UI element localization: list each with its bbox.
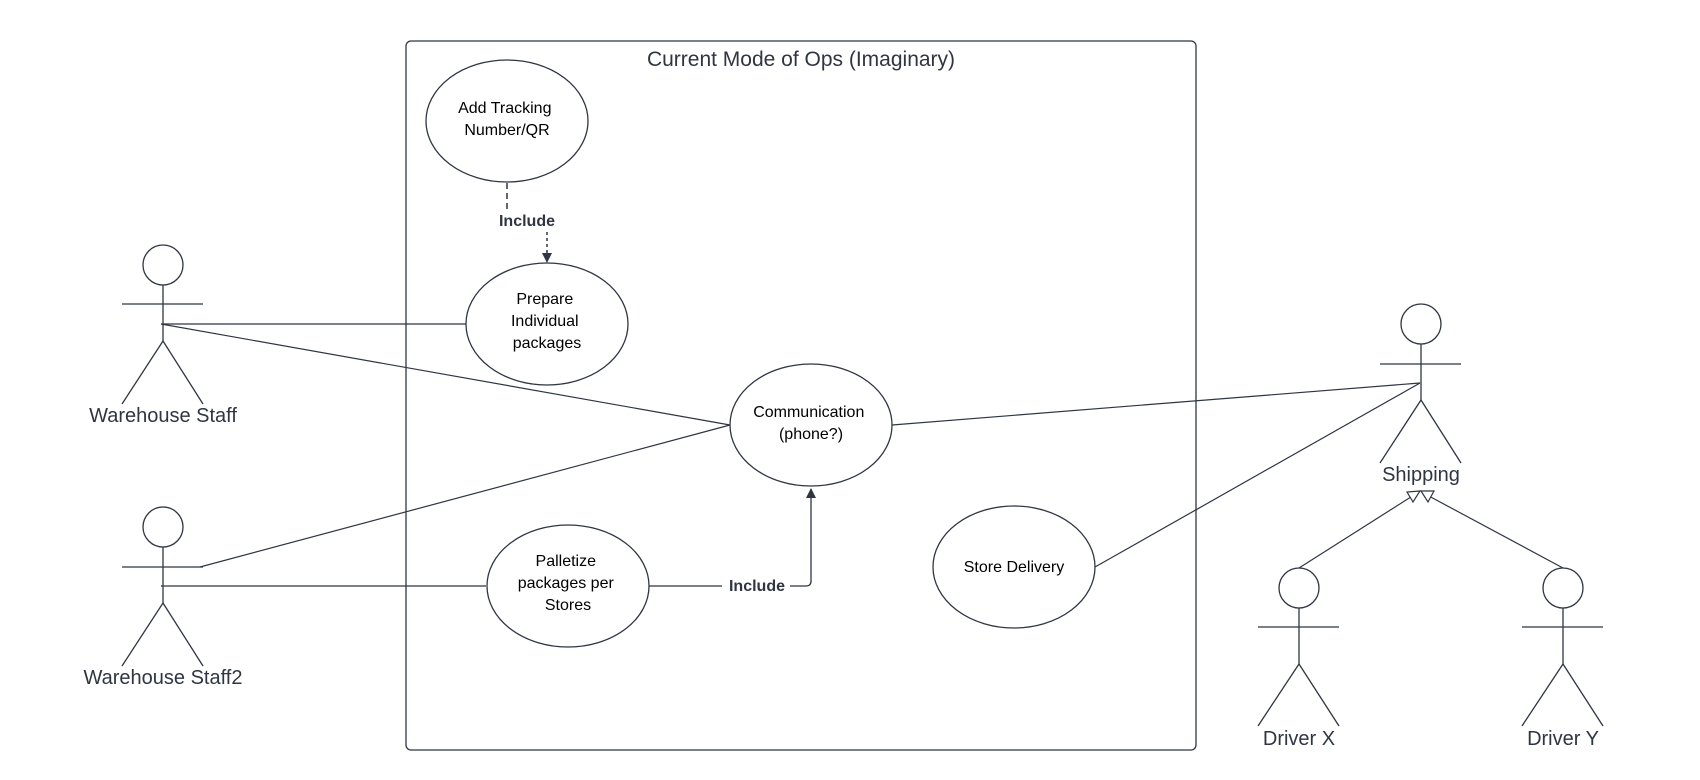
use-case-prepare-packages-line-3: packages (513, 335, 582, 352)
actor-shipping[interactable] (1379, 303, 1462, 464)
actor-head (1278, 567, 1320, 609)
use-case-prepare-packages[interactable]: Prepare Individual packages (465, 262, 629, 386)
use-case-palletize[interactable]: Palletize packages per Stores (486, 524, 650, 648)
generalization-driver-x-shipping[interactable] (1298, 490, 1422, 569)
actor-label-driver-y: Driver Y (1527, 728, 1599, 750)
actor-warehouse-staff2[interactable] (121, 506, 204, 667)
actor-head (1542, 567, 1584, 609)
actor-label-warehouse-staff2: Warehouse Staff2 (84, 667, 243, 689)
actor-label-warehouse-staff: Warehouse Staff (89, 405, 237, 427)
assoc-communication-shipping[interactable] (891, 382, 1421, 426)
use-case-store-delivery-line-1: Store Delivery (964, 559, 1064, 576)
use-case-add-tracking-line-1: Add Tracking (458, 100, 551, 117)
system-title: Current Mode of Ops (Imaginary) (647, 48, 955, 71)
use-case-add-tracking[interactable]: Add Tracking Number/QR (425, 59, 589, 183)
use-case-add-tracking-line-2: Number/QR (464, 122, 549, 139)
use-case-palletize-line-1: Palletize (536, 553, 597, 570)
svg-text:Add Tracking Number/QR: Add Tracking Number/QR (458, 100, 556, 139)
actor-head (1400, 303, 1442, 345)
actor-label-driver-x: Driver X (1263, 728, 1335, 750)
generalization-driver-y-shipping[interactable] (1419, 490, 1564, 569)
system-boundary[interactable]: Current Mode of Ops (Imaginary) (405, 40, 1197, 751)
actor-head (142, 244, 184, 286)
associations (160, 323, 1421, 587)
include-tracking-relation[interactable]: Include (499, 183, 555, 263)
actor-driver-y[interactable] (1521, 567, 1604, 727)
assoc-warehouse-staff-communication[interactable] (160, 323, 731, 426)
svg-text:Palletize packages per: Palletize packages per Stores (518, 553, 619, 614)
assoc-warehouse-staff2-communication[interactable] (199, 424, 731, 568)
actor-warehouse-staff[interactable] (121, 244, 204, 405)
assoc-store-delivery-shipping[interactable] (1094, 382, 1421, 568)
use-case-communication-line-2: (phone?) (779, 426, 843, 443)
use-case-prepare-packages-line-2: Individual (511, 313, 579, 330)
svg-text:Prepare Individual: Prepare Individual packages (511, 291, 583, 352)
use-case-communication[interactable]: Communication (phone?) (729, 363, 893, 487)
actor-driver-x[interactable] (1257, 567, 1340, 727)
actor-label-shipping: Shipping (1382, 464, 1460, 486)
use-case-palletize-line-3: Stores (545, 597, 591, 614)
use-case-store-delivery[interactable]: Store Delivery (932, 505, 1096, 629)
actor-head (142, 506, 184, 548)
include-communication-relation[interactable]: Include (649, 488, 816, 595)
use-case-communication-line-1: Communication (753, 404, 864, 421)
include-tracking-label: Include (499, 213, 555, 230)
use-case-palletize-line-2: packages per (518, 575, 615, 592)
svg-text:Communication (phone?): Communication (phone?) (753, 404, 869, 443)
use-case-prepare-packages-line-1: Prepare (516, 291, 573, 308)
include-communication-label: Include (729, 578, 785, 595)
svg-text:Store Delivery: Store Delivery (964, 559, 1064, 576)
